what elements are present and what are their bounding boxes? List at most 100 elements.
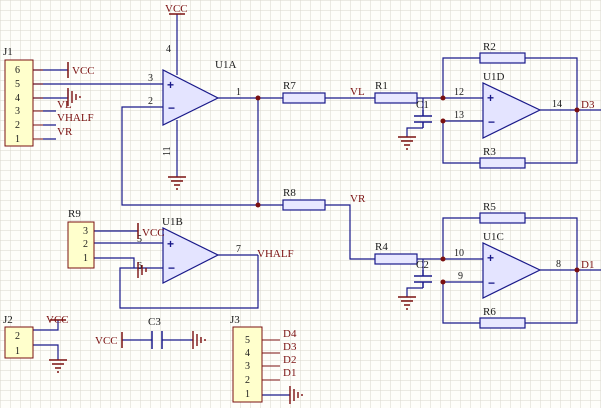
connector-j1: J1 6 5 4 3 2 1 (3, 46, 56, 147)
pin-number: 14 (552, 99, 562, 110)
pin-number: 3 (245, 361, 250, 372)
opamp-triangle (482, 242, 542, 299)
pin-number: 5 (245, 335, 250, 346)
net-d3-label: D3 (581, 99, 595, 111)
capacitor-c2 (414, 270, 432, 288)
wire-u1c-r5-left (442, 217, 480, 259)
resistor-r4 (374, 253, 418, 265)
resistor-r1 (374, 92, 418, 104)
capacitor-c1 (414, 110, 432, 128)
plus-sign: + (487, 251, 494, 265)
resistor-r6 (479, 317, 526, 329)
capacitors (151, 110, 432, 349)
junction-dot (255, 202, 261, 208)
r5-label: R5 (483, 201, 496, 213)
pin-number: 12 (454, 87, 464, 98)
minus-sign: − (168, 261, 175, 275)
net-vr-label: VR (57, 126, 73, 138)
net-vcc-label: VCC (142, 227, 165, 239)
resistor-r2 (479, 52, 526, 64)
junction-dot (440, 256, 446, 262)
j3-designator: J3 (230, 314, 240, 326)
gnd-icon (49, 359, 67, 373)
j2-designator: J2 (3, 314, 13, 326)
plus-sign: + (167, 78, 174, 92)
pin-number: 3 (83, 226, 88, 237)
connector-body (4, 59, 34, 147)
junction-dot (574, 107, 580, 113)
net-vl-label: VL (350, 86, 365, 98)
net-labels: VCC VCC VL VHALF VR VL VR VCC VHALF VCC … (46, 3, 595, 379)
net-vcc-label: VCC (72, 65, 95, 77)
pin-number: 8 (556, 259, 561, 270)
connector-j2: J2 2 1 (3, 314, 34, 359)
resistor-labels: R7 R1 R8 R4 R2 R3 R5 R6 (283, 41, 496, 318)
pin-number: 2 (15, 120, 20, 131)
r4-label: R4 (375, 241, 388, 253)
gnd-icon (67, 88, 81, 106)
pin-number: 2 (15, 331, 20, 342)
wire-j2-gnd (33, 344, 59, 360)
wire-u1c-r5-right (525, 217, 578, 270)
r6-label: R6 (483, 306, 496, 318)
connector-body (67, 221, 95, 269)
gnd-icon (398, 296, 416, 310)
resistor-r7 (282, 92, 326, 104)
net-vcc-label: VCC (165, 3, 188, 15)
net-vl-label: VL (57, 99, 72, 111)
gnd-icon (192, 331, 206, 349)
gnd-icon (398, 136, 416, 150)
net-d1-label: D1 (283, 367, 296, 379)
wires (33, 14, 601, 396)
junction-dot (574, 267, 580, 273)
resistor-bodies (282, 52, 526, 329)
net-d4-label: D4 (283, 328, 297, 340)
pin-number: 1 (15, 346, 20, 357)
net-vcc-label: VCC (46, 314, 69, 326)
plus-sign: + (167, 237, 174, 251)
wire-u1d-r2-left (442, 57, 480, 98)
plus-sign: + (487, 91, 494, 105)
c1-label: C1 (416, 99, 429, 111)
pin-number: 2 (83, 239, 88, 250)
pin-number: 1 (83, 253, 88, 264)
opamp-u1a: + − U1A 3 2 1 4 11 (148, 44, 241, 156)
wire-c1-gnd (406, 127, 423, 137)
wire-u1c-r6-right (525, 270, 578, 324)
junctions (255, 95, 580, 285)
minus-sign: − (488, 276, 495, 290)
net-vhalf-label: VHALF (57, 112, 94, 124)
net-vr-label: VR (350, 193, 366, 205)
pin-number: 4 (166, 44, 171, 55)
pin-number: 3 (148, 73, 153, 84)
net-vcc-label: VCC (95, 335, 118, 347)
wire-u1a-feedback (121, 98, 259, 206)
connector-body (4, 326, 34, 359)
net-d1-label: D1 (581, 259, 594, 271)
r1-label: R1 (375, 80, 388, 92)
pin-number: 13 (454, 110, 464, 121)
resistor-r8 (282, 199, 326, 211)
u1c-designator: U1C (483, 231, 504, 243)
pin-number: 10 (454, 248, 464, 259)
pin-number: 9 (458, 271, 463, 282)
pin-number: 1 (15, 134, 20, 145)
wire-r9-gnd (94, 257, 135, 268)
r7-label: R7 (283, 80, 296, 92)
wire-u1d-r3-left (442, 121, 480, 164)
pin-number: 2 (148, 96, 153, 107)
gnd-icon (137, 262, 147, 278)
pin-number: 1 (245, 389, 250, 400)
opamp-u1b: + − U1B 5 6 7 (137, 216, 241, 284)
connector-j3: J3 5 4 3 2 1 (230, 314, 280, 403)
pin-number: 6 (137, 261, 142, 272)
connector-body (232, 326, 263, 403)
j1-designator: J1 (3, 46, 13, 58)
opamp-u1c: + − U1C 10 9 8 (454, 231, 561, 299)
junction-dot (255, 95, 261, 101)
junction-dot (440, 118, 446, 124)
wire-u1c-r6-left (442, 282, 480, 324)
capacitor-c3 (151, 331, 163, 349)
